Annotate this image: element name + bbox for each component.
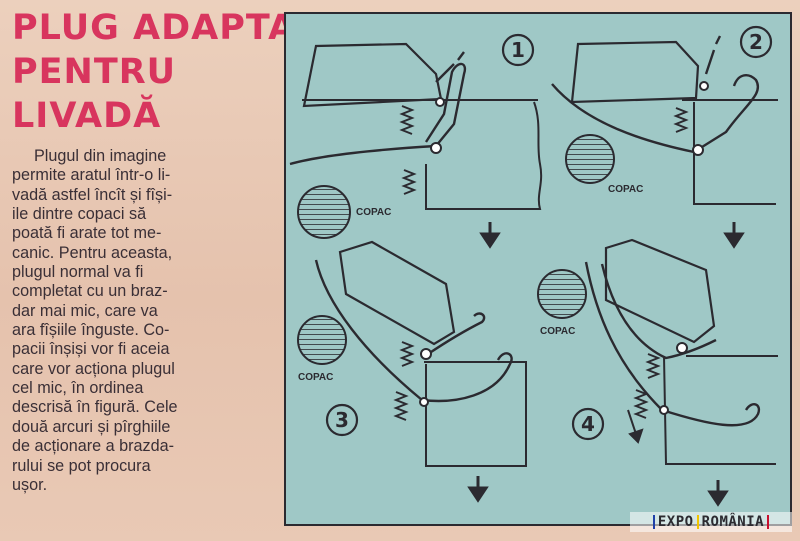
tree-label: COPAC bbox=[356, 207, 391, 218]
tree-label: COPAC bbox=[540, 326, 575, 337]
down-arrow-icon bbox=[479, 222, 501, 249]
body-line: vadă astfel încît și fîși- bbox=[12, 185, 173, 204]
diagram-step-1: COPAC 1 bbox=[289, 33, 543, 249]
diagram-step-4: COPAC 4 bbox=[537, 238, 778, 507]
flag-stripe-icon bbox=[696, 515, 699, 529]
small-plough-arm bbox=[584, 261, 761, 427]
spring bbox=[673, 107, 689, 133]
flag-stripe-icon bbox=[767, 515, 770, 529]
tree-label: COPAC bbox=[608, 184, 643, 195]
watermark-right: ROMÂNIA bbox=[701, 514, 765, 530]
body-line: completat cu un braz- bbox=[12, 282, 168, 301]
tree-label: COPAC bbox=[298, 372, 333, 383]
body-line: dar mai mic, care va bbox=[12, 301, 158, 320]
tree: COPAC bbox=[537, 269, 587, 337]
plough-body bbox=[604, 238, 716, 344]
article-title: PLUG ADAPTAT PENTRU LIVADĂ bbox=[12, 6, 319, 138]
title-line: LIVADĂ bbox=[12, 96, 162, 136]
body-line: ușor. bbox=[12, 475, 48, 494]
tree: COPAC bbox=[565, 134, 643, 195]
body-line: pacii înșiși vor fi aceia bbox=[12, 340, 170, 359]
body-line: descrisă în figură. Cele bbox=[12, 398, 178, 417]
plough-diagram: COPAC 1 bbox=[284, 12, 792, 526]
body-line: de acționare a brazda- bbox=[12, 437, 174, 456]
title-line: PLUG ADAPTAT bbox=[12, 8, 319, 48]
step-number: 1 bbox=[511, 38, 525, 62]
body-line: ara fîșiile înguste. Co- bbox=[12, 321, 170, 340]
ground-profile bbox=[424, 361, 527, 467]
small-plough-arm bbox=[551, 35, 759, 156]
down-arrow-icon bbox=[723, 222, 745, 249]
flag-stripe-icon bbox=[652, 515, 655, 529]
step-number: 3 bbox=[335, 408, 349, 432]
body-line: cel mic, în ordinea bbox=[12, 379, 144, 398]
spring bbox=[633, 353, 661, 419]
body-line: plugul normal va fi bbox=[12, 263, 144, 282]
plough-body bbox=[338, 240, 456, 346]
step-number: 2 bbox=[749, 30, 763, 54]
body-line: rului se pot procura bbox=[12, 456, 151, 475]
spring bbox=[393, 341, 415, 421]
plough-body bbox=[570, 40, 700, 104]
ground-profile bbox=[682, 99, 778, 205]
small-plough-arm bbox=[314, 259, 513, 407]
article-body: Plugul din imagine permite aratul într-o… bbox=[12, 147, 274, 495]
body-line: ile dintre copaci să bbox=[12, 205, 147, 224]
tree: COPAC bbox=[297, 315, 347, 383]
plough-body bbox=[302, 42, 443, 108]
site-watermark: EXPO ROMÂNIA bbox=[630, 512, 792, 532]
down-arrow-icon bbox=[467, 476, 489, 503]
down-arrow-icon bbox=[707, 480, 729, 507]
body-line: Plugul din imagine bbox=[34, 147, 167, 165]
diagram-step-3: COPAC 3 bbox=[297, 240, 527, 503]
title-line: PENTRU bbox=[12, 52, 177, 92]
body-line: două arcuri și pîrghiile bbox=[12, 417, 171, 436]
small-plough-arm bbox=[289, 51, 467, 166]
step-number-badge: 4 bbox=[571, 407, 605, 441]
motion-arrow-icon bbox=[627, 409, 644, 444]
step-number-badge: 1 bbox=[501, 33, 535, 67]
step-number-badge: 2 bbox=[739, 25, 773, 59]
watermark-left: EXPO bbox=[657, 514, 694, 530]
body-line: canic. Pentru aceasta, bbox=[12, 243, 173, 262]
ground-profile bbox=[663, 355, 778, 465]
tree: COPAC bbox=[297, 185, 391, 239]
body-line: care vor acționa plugul bbox=[12, 359, 175, 378]
body-line: poată fi arate tot me- bbox=[12, 224, 162, 243]
plough-diagram-svg: COPAC 1 bbox=[289, 25, 778, 507]
step-number: 4 bbox=[581, 412, 595, 436]
step-number-badge: 3 bbox=[325, 403, 359, 437]
diagram-step-2: COPAC 2 bbox=[551, 25, 778, 249]
spring bbox=[399, 105, 417, 195]
body-line: permite aratul într-o li- bbox=[12, 166, 171, 185]
